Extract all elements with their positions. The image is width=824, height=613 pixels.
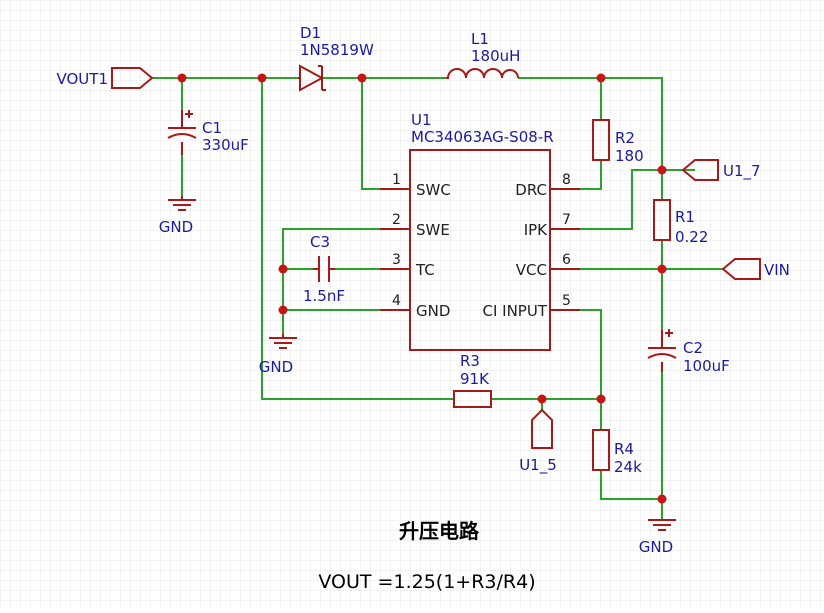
net-label-vout1: VOUT1 (57, 70, 109, 88)
net-flag-vin[interactable]: VIN (721, 258, 790, 280)
resistor-r3[interactable]: R3 91K (453, 352, 492, 408)
c3-value: 1.5nF (303, 287, 345, 305)
d1-value: 1N5819W (300, 41, 374, 59)
pin-7-number: 7 (562, 212, 571, 228)
c3-ref: C3 (310, 233, 330, 251)
c2-ref: C2 (683, 339, 703, 357)
u1-pin-2: 2 SWE (392, 212, 450, 239)
pin-1-name: SWC (416, 181, 451, 199)
u1-pin-5: 5 CI INPUT (483, 293, 571, 320)
resistor-r2[interactable]: R2 180 (592, 119, 644, 165)
net-flag-vout1[interactable]: VOUT1 (57, 67, 154, 89)
pin-1-number: 1 (392, 172, 401, 188)
pin-3-name: TC (415, 261, 435, 279)
resistor-r4[interactable]: R4 24k (592, 429, 642, 476)
d1-ref: D1 (300, 24, 321, 42)
u1-pin-6: 6 VCC (516, 252, 571, 279)
pin-4-number: 4 (392, 293, 401, 309)
pin-7-name: IPK (524, 221, 548, 239)
pin-8-name: DRC (515, 181, 547, 199)
output-formula: VOUT =1.25(1+R3/R4) (318, 571, 535, 593)
u1-pin-1: 1 SWC (392, 172, 451, 199)
pin-4-name: GND (416, 302, 450, 320)
pin-5-name: CI INPUT (483, 302, 548, 320)
r1-ref: R1 (675, 208, 695, 226)
ground-symbol-output: GND (639, 519, 676, 556)
u1-pin-7: 7 IPK (524, 212, 571, 239)
ground-symbol-u1: GND (259, 334, 297, 376)
ground-symbol-c1: GND (159, 196, 196, 236)
pin-5-number: 5 (562, 293, 571, 309)
r3-value: 91K (460, 370, 490, 388)
u1-pin-3: 3 TC (392, 252, 435, 279)
gnd-label-output: GND (639, 538, 673, 556)
gnd-label-c1: GND (159, 218, 193, 236)
u1-pin-8: 8 DRC (515, 172, 571, 199)
diode-d1[interactable]: D1 1N5819W (298, 24, 374, 92)
net-label-vin: VIN (764, 261, 790, 279)
r2-value: 180 (615, 147, 644, 165)
pin-2-name: SWE (416, 221, 450, 239)
c2-value: 100uF (683, 357, 730, 375)
r1-value: 0.22 (675, 228, 708, 246)
net-flag-u1-7[interactable]: U1_7 (681, 159, 761, 181)
l1-value: 180uH (471, 47, 520, 65)
pin-6-number: 6 (562, 252, 571, 268)
pin-6-name: VCC (516, 261, 547, 279)
r4-ref: R4 (614, 440, 634, 458)
u1-ref: U1 (411, 111, 432, 129)
c1-value: 330uF (202, 136, 249, 154)
r3-ref: R3 (460, 352, 480, 370)
pin-8-number: 8 (562, 172, 571, 188)
u1-value: MC34063AG-S08-R (411, 128, 554, 146)
junction-nodes (177, 73, 667, 504)
r4-value: 24k (614, 458, 642, 476)
r2-ref: R2 (615, 129, 635, 147)
resistor-r1[interactable]: R1 0.22 (653, 199, 708, 246)
pin-2-number: 2 (392, 212, 401, 228)
gnd-label-u1: GND (259, 358, 293, 376)
schematic-title: 升压电路 (399, 519, 480, 543)
net-flag-u1-5[interactable]: U1_5 (519, 408, 557, 475)
inductor-l1[interactable]: L1 180uH (446, 30, 520, 79)
capacitor-c1[interactable]: C1 330uF (167, 110, 249, 155)
capacitor-c2[interactable]: C2 100uF (647, 329, 730, 375)
l1-ref: L1 (471, 30, 489, 48)
net-label-u1-5: U1_5 (519, 456, 557, 475)
u1-pin-4: 4 GND (392, 293, 450, 320)
pin-3-number: 3 (392, 252, 401, 268)
net-label-u1-7: U1_7 (723, 162, 761, 181)
c1-ref: C1 (202, 119, 222, 137)
ic-u1[interactable]: U1 MC34063AG-S08-R 1 SWC 2 SWE 3 TC 4 GN… (380, 111, 580, 351)
capacitor-c3[interactable]: C3 1.5nF (303, 233, 345, 305)
